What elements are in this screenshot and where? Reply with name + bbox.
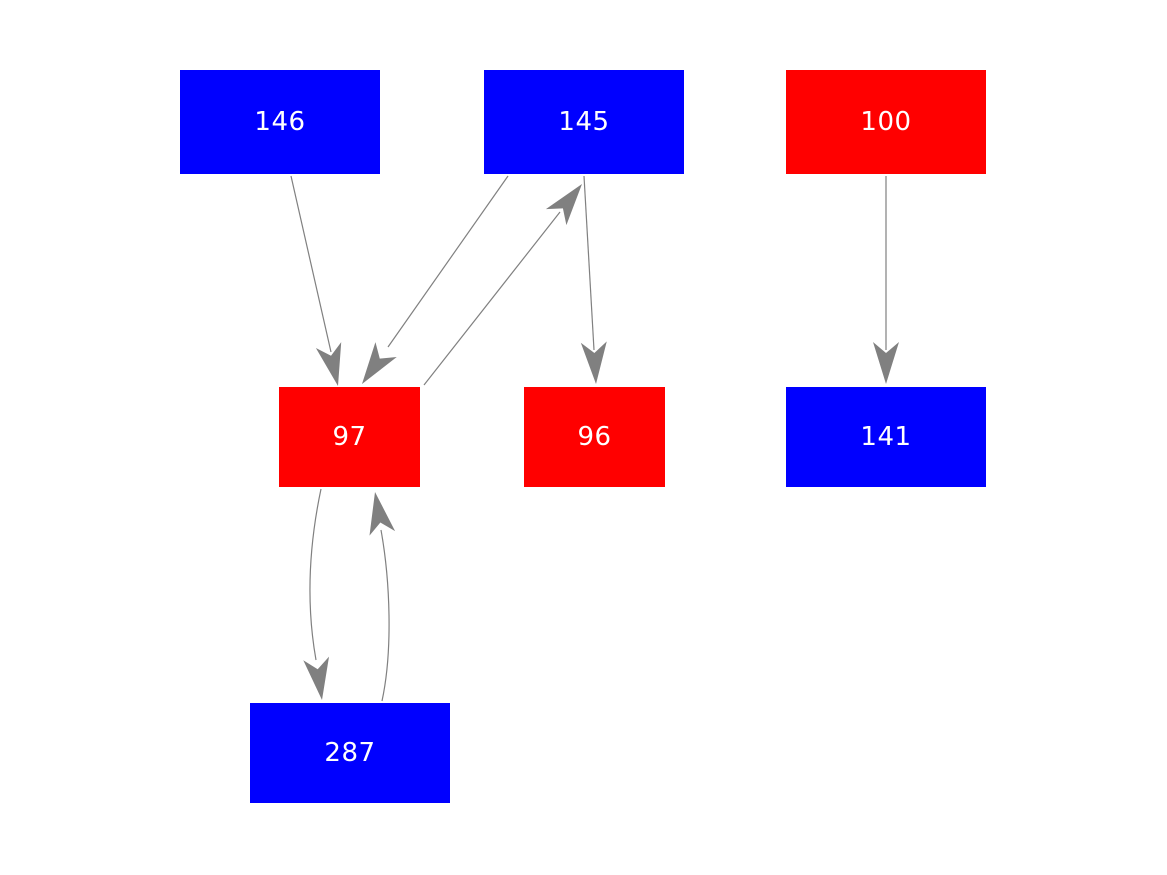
arrowhead-icon — [580, 341, 607, 384]
node-145[interactable]: 145 — [484, 70, 684, 174]
edge-287-to-97 — [369, 492, 396, 702]
node-label: 96 — [577, 422, 612, 452]
edge-145-to-97 — [362, 175, 509, 384]
node-141[interactable]: 141 — [786, 387, 986, 487]
node-label: 141 — [860, 422, 912, 452]
edge-146-to-97 — [290, 175, 342, 386]
node-label: 97 — [332, 422, 367, 452]
edge-97-to-145 — [423, 184, 582, 386]
node-97[interactable]: 97 — [279, 387, 420, 487]
arrowhead-icon — [315, 342, 342, 386]
edge-100-to-141 — [873, 176, 899, 384]
arrowhead-icon — [873, 342, 899, 384]
arrowhead-icon — [362, 342, 397, 384]
node-label: 100 — [860, 107, 912, 137]
node-146[interactable]: 146 — [180, 70, 380, 174]
arrowhead-icon — [545, 184, 582, 226]
edge-145-to-96 — [580, 175, 607, 384]
node-100[interactable]: 100 — [786, 70, 986, 174]
edge-97-to-287 — [303, 488, 330, 700]
node-label: 146 — [254, 107, 306, 137]
node-label: 287 — [324, 738, 376, 768]
arrowhead-icon — [369, 492, 396, 536]
node-96[interactable]: 96 — [524, 387, 665, 487]
arrowhead-icon — [303, 656, 330, 700]
node-label: 145 — [558, 107, 610, 137]
node-287[interactable]: 287 — [250, 703, 450, 803]
